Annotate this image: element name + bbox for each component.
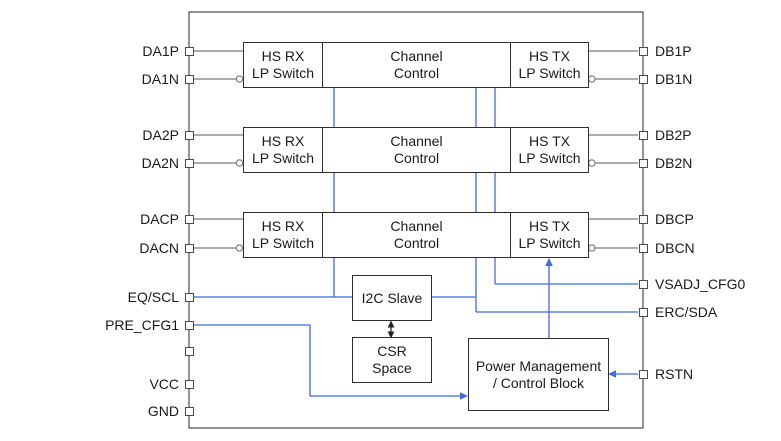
block-label-line: Space bbox=[372, 360, 412, 376]
block-label-line: LP Switch bbox=[518, 235, 581, 251]
pin-nc-label bbox=[39, 342, 179, 360]
pin-da1n-label: DA1N bbox=[141, 71, 179, 87]
i2c-csr-double-arrow-icon bbox=[387, 320, 395, 339]
arrowhead-right-icon bbox=[460, 392, 468, 400]
block-label-line: Channel bbox=[390, 133, 443, 149]
block-label-line: / Control Block bbox=[492, 374, 585, 391]
block-i2c-slave: I2C Slave bbox=[352, 275, 432, 321]
pin-dacn-label: DACN bbox=[139, 240, 179, 256]
pin-da1p-label: DA1P bbox=[142, 43, 179, 59]
block-label-line: Channel bbox=[390, 218, 443, 234]
arrowhead-up-icon bbox=[545, 258, 553, 266]
arrowhead-left-icon bbox=[608, 370, 616, 378]
pin-da1n-square bbox=[184, 74, 194, 84]
pin-gnd-label: GND bbox=[147, 403, 179, 419]
pin-db2p-square bbox=[638, 130, 648, 140]
block-hs-tx-ch2: HS TX LP Switch bbox=[510, 127, 589, 173]
block-channel-control-ch1: Channel Control bbox=[322, 42, 511, 88]
pin-dbcn-label: DBCN bbox=[655, 240, 695, 256]
block-hs-tx-chc: HS TX LP Switch bbox=[510, 212, 589, 258]
pin-db1n-label: DB1N bbox=[655, 71, 693, 87]
pin-vcc-label: VCC bbox=[149, 376, 179, 392]
block-label-line: HS TX bbox=[529, 48, 570, 64]
inversion-bubble-icon bbox=[235, 244, 244, 252]
pin-gnd-square bbox=[184, 406, 194, 416]
block-label-line: LP Switch bbox=[252, 65, 314, 81]
pin-db2n-square bbox=[638, 158, 648, 168]
pin-erc-sda-label: ERC/SDA bbox=[655, 304, 718, 320]
pin-vsadj-cfg0-label: VSADJ_CFG0 bbox=[655, 276, 746, 292]
pin-da2n-label: DA2N bbox=[141, 155, 179, 171]
pin-vsadj-cfg0-square bbox=[638, 279, 648, 289]
block-hs-tx-ch1: HS TX LP Switch bbox=[510, 42, 589, 88]
block-label-line: HS RX bbox=[261, 133, 305, 149]
block-label-line: Channel bbox=[390, 48, 443, 64]
block-label-line: HS RX bbox=[261, 218, 305, 234]
pin-erc-sda-square bbox=[638, 307, 648, 317]
block-channel-control-chc: Channel Control bbox=[322, 212, 511, 258]
pin-eq-scl-label: EQ/SCL bbox=[127, 289, 179, 305]
pin-db2n-label: DB2N bbox=[655, 155, 693, 171]
pin-pre-cfg1-square bbox=[184, 320, 194, 330]
block-label-line: LP Switch bbox=[518, 65, 581, 81]
inversion-bubble-icon bbox=[587, 159, 596, 167]
block-channel-control-ch2: Channel Control bbox=[322, 127, 511, 173]
inversion-bubbles bbox=[235, 75, 596, 252]
block-label-line: HS TX bbox=[529, 218, 570, 234]
block-label-line: I2C Slave bbox=[361, 289, 423, 306]
pin-pre-cfg1-label: PRE_CFG1 bbox=[105, 317, 179, 333]
block-label-line: LP Switch bbox=[518, 150, 581, 166]
signal-wires bbox=[193, 50, 638, 249]
block-label-line: LP Switch bbox=[252, 150, 314, 166]
pin-dacp-square bbox=[184, 214, 194, 224]
block-csr-space: CSR Space bbox=[352, 337, 432, 383]
block-label-line: Control bbox=[393, 65, 440, 81]
pin-dbcp-label: DBCP bbox=[655, 211, 694, 227]
inversion-bubble-icon bbox=[235, 75, 244, 83]
pin-rstn-label: RSTN bbox=[655, 366, 694, 382]
block-hs-rx-ch2: HS RX LP Switch bbox=[243, 127, 323, 173]
pin-db1p-label: DB1P bbox=[655, 43, 692, 59]
pin-eq-scl-square bbox=[184, 292, 194, 302]
inversion-bubble-icon bbox=[235, 159, 244, 167]
block-label-line: Control bbox=[393, 235, 440, 251]
block-label-line: CSR bbox=[377, 343, 407, 359]
block-label-line: Control bbox=[393, 150, 440, 166]
pin-da2n-square bbox=[184, 158, 194, 168]
pin-da1p-square bbox=[184, 46, 194, 56]
block-label-line: LP Switch bbox=[252, 235, 314, 251]
pin-vcc-square bbox=[184, 379, 194, 389]
pin-dacn-square bbox=[184, 243, 194, 253]
inversion-bubble-icon bbox=[587, 244, 596, 252]
pin-dacp-label: DACP bbox=[140, 211, 179, 227]
block-hs-rx-chc: HS RX LP Switch bbox=[243, 212, 323, 258]
inversion-bubble-icon bbox=[587, 75, 596, 83]
pin-nc-square bbox=[184, 346, 194, 356]
block-label-line: HS TX bbox=[529, 133, 570, 149]
pin-dbcp-square bbox=[638, 214, 648, 224]
pin-db2p-label: DB2P bbox=[655, 127, 692, 143]
pin-da2p-label: DA2P bbox=[142, 127, 179, 143]
block-hs-rx-ch1: HS RX LP Switch bbox=[243, 42, 323, 88]
pin-db1n-square bbox=[638, 74, 648, 84]
pin-da2p-square bbox=[184, 130, 194, 140]
block-label-line: Power Management bbox=[475, 357, 602, 374]
pin-db1p-square bbox=[638, 46, 648, 56]
pin-dbcn-square bbox=[638, 243, 648, 253]
control-arrowheads bbox=[460, 258, 616, 400]
block-power-management: Power Management / Control Block bbox=[468, 338, 609, 411]
block-label-line: HS RX bbox=[261, 48, 305, 64]
pin-rstn-square bbox=[638, 369, 648, 379]
